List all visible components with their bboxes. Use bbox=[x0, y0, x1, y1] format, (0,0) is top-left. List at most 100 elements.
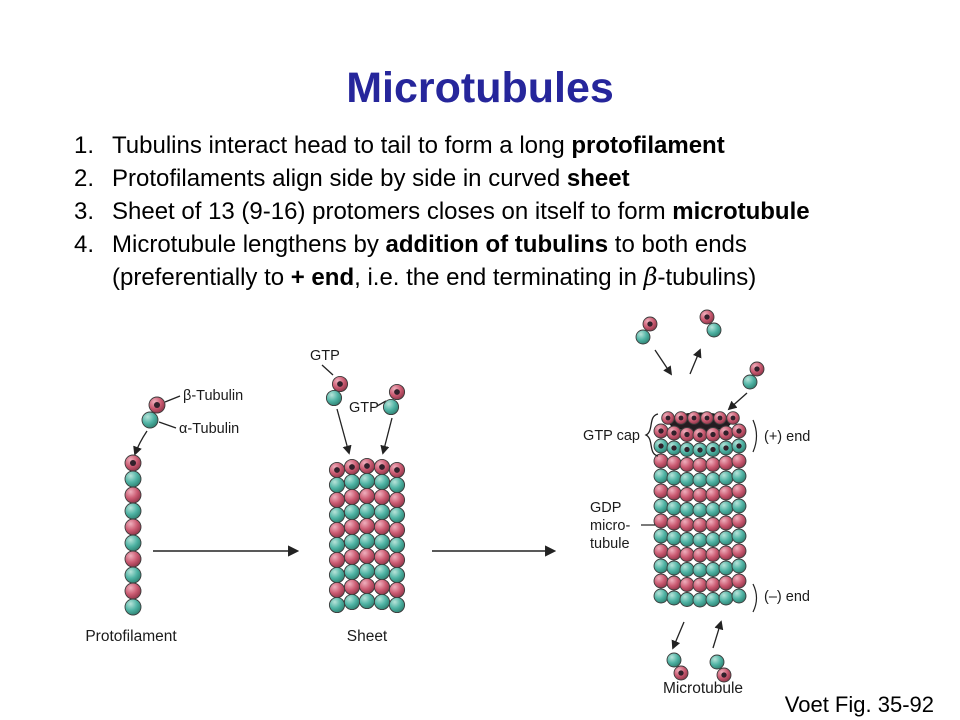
gtp-dot bbox=[717, 415, 723, 421]
label-protofilament: Protofilament bbox=[85, 628, 177, 645]
tubulin-bead-beta bbox=[373, 518, 391, 536]
minus-end-paren bbox=[752, 583, 758, 613]
tubulin-bead-beta bbox=[358, 517, 376, 535]
label-minus-end: (–) end bbox=[764, 589, 810, 605]
tubulin-bead-alpha bbox=[709, 654, 725, 670]
tubulin-bead-alpha bbox=[706, 322, 722, 338]
tubulin-bead-beta bbox=[653, 513, 669, 529]
tubulin-bead-beta bbox=[642, 316, 658, 332]
gtp-dot bbox=[736, 443, 742, 449]
tubulin-bead-alpha bbox=[358, 532, 376, 550]
tubulin-bead-alpha bbox=[705, 592, 721, 607]
tubulin-bead-alpha bbox=[343, 533, 361, 551]
tubulin-bead-beta bbox=[343, 578, 361, 596]
tubulin-bead-alpha bbox=[679, 442, 695, 457]
gtp-dot bbox=[379, 464, 385, 470]
tubulin-bead-beta bbox=[331, 375, 349, 393]
plus-end-paren bbox=[752, 419, 758, 453]
tubulin-bead-alpha bbox=[718, 560, 734, 576]
connector-line bbox=[321, 364, 334, 376]
tubulin-bead-alpha bbox=[692, 442, 708, 458]
gtp-dot bbox=[647, 321, 653, 327]
tubulin-bead-beta bbox=[679, 547, 695, 562]
tubulin-bead-alpha bbox=[731, 468, 747, 484]
tubulin-bead-alpha bbox=[666, 560, 682, 576]
tubulin-bead-alpha bbox=[124, 534, 142, 552]
tubulin-bead-alpha bbox=[373, 593, 391, 611]
tubulin-bead-beta bbox=[661, 411, 675, 425]
tubulin-bead-alpha bbox=[692, 532, 708, 548]
tubulin-bead-alpha bbox=[718, 530, 734, 546]
list-number: 3. bbox=[74, 198, 95, 225]
gtp-dot bbox=[665, 415, 671, 421]
tubulin-bead-beta bbox=[148, 396, 166, 414]
tubulin-bead-alpha bbox=[742, 374, 758, 390]
tubulin-bead-alpha bbox=[653, 528, 669, 544]
gtp-dot bbox=[658, 428, 664, 434]
tubulin-bead-alpha bbox=[388, 566, 406, 584]
tubulin-bead-alpha bbox=[358, 472, 376, 490]
tubulin-bead-alpha bbox=[666, 470, 682, 486]
tubulin-bead-alpha bbox=[653, 498, 669, 514]
tubulin-bead-alpha bbox=[718, 500, 734, 516]
gtp-dot bbox=[364, 463, 370, 469]
gtp-dot bbox=[684, 431, 690, 438]
gtp-dot bbox=[671, 445, 677, 451]
list-number: 1. bbox=[74, 132, 95, 159]
tubulin-bead-alpha bbox=[692, 472, 708, 488]
tubulin-bead-alpha bbox=[124, 470, 142, 488]
tubulin-bead-beta bbox=[679, 487, 695, 502]
label-gtp-2: GTP bbox=[349, 400, 379, 416]
tubulin-bead-beta bbox=[666, 485, 682, 501]
tubulin-bead-beta bbox=[343, 488, 361, 506]
label-gdp-microtubule: GDP bbox=[590, 500, 621, 516]
gtp-dot bbox=[736, 428, 742, 434]
tubulin-bead-beta bbox=[692, 547, 708, 563]
gtp-dot bbox=[337, 381, 343, 387]
tubulin-bead-beta bbox=[666, 425, 682, 441]
tubulin-bead-alpha bbox=[705, 562, 721, 577]
tubulin-bead-alpha bbox=[731, 528, 747, 544]
list-item: 3.Sheet of 13 (9-16) protomers closes on… bbox=[74, 195, 930, 228]
tubulin-bead-beta bbox=[373, 458, 391, 476]
tubulin-bead-alpha bbox=[705, 472, 721, 487]
tubulin-bead-alpha bbox=[731, 558, 747, 574]
bullet-list: 1.Tubulins interact head to tail to form… bbox=[74, 129, 930, 294]
figure-caption: Voet Fig. 35-92 bbox=[784, 692, 934, 717]
tubulin-bead-beta bbox=[731, 423, 747, 439]
tubulin-bead-beta bbox=[328, 581, 346, 599]
loss-arrow-top bbox=[689, 348, 702, 375]
list-number bbox=[74, 261, 112, 294]
tubulin-bead-beta bbox=[705, 427, 721, 442]
add-arrow-bottom bbox=[712, 620, 724, 649]
tubulin-bead-alpha bbox=[343, 503, 361, 521]
label-gtp-cap: GTP cap bbox=[583, 428, 640, 444]
tubulin-bead-alpha bbox=[388, 596, 406, 614]
tubulin-bead-beta bbox=[666, 455, 682, 471]
tubulin-bead-alpha bbox=[328, 536, 346, 554]
tubulin-bead-alpha bbox=[141, 411, 159, 429]
dimer-to-chain-arrow bbox=[133, 430, 148, 456]
tubulin-bead-alpha bbox=[731, 438, 747, 454]
tubulin-bead-beta bbox=[343, 458, 361, 476]
tubulin-bead-beta bbox=[731, 543, 747, 559]
tubulin-bead-beta bbox=[388, 383, 406, 401]
tubulin-bead-beta bbox=[674, 411, 688, 425]
tubulin-bead-beta bbox=[713, 411, 727, 425]
tubulin-bead-alpha bbox=[653, 588, 669, 604]
tubulin-bead-alpha bbox=[653, 438, 669, 454]
gtp-dot bbox=[721, 672, 727, 678]
tubulin-bead-beta bbox=[328, 461, 346, 479]
tubulin-bead-beta bbox=[343, 548, 361, 566]
tubulin-bead-beta bbox=[653, 453, 669, 469]
label-gtp-1: GTP bbox=[310, 348, 340, 364]
tubulin-bead-beta bbox=[388, 521, 406, 539]
tubulin-bead-alpha bbox=[705, 442, 721, 457]
tubulin-bead-alpha bbox=[124, 502, 142, 520]
tubulin-bead-beta bbox=[718, 515, 734, 531]
tubulin-bead-beta bbox=[358, 457, 376, 475]
label-microtubule: Microtubule bbox=[663, 680, 743, 697]
tubulin-bead-beta bbox=[718, 485, 734, 501]
tubulin-bead-alpha bbox=[343, 473, 361, 491]
gtp-dot bbox=[697, 432, 703, 438]
